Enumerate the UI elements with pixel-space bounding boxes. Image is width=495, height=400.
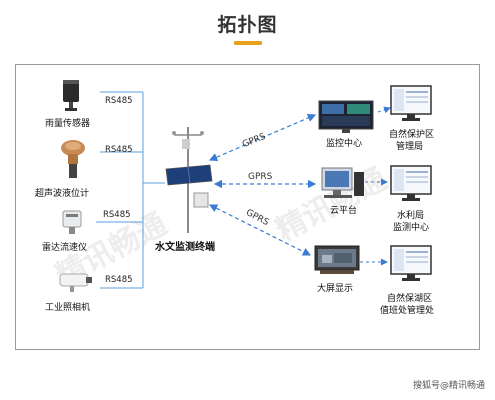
protocol-label: RS485 bbox=[103, 210, 131, 220]
sensor-label: 雨量传感器 bbox=[45, 119, 91, 129]
gprs-link-monitor bbox=[208, 113, 317, 162]
sensor-bus bbox=[96, 91, 165, 289]
cloud-server-icon bbox=[321, 167, 364, 198]
computer-monitor-icon bbox=[390, 245, 432, 281]
ultrasonic-level-meter-icon bbox=[61, 140, 85, 178]
industrial-camera-icon bbox=[59, 273, 92, 292]
sensor-label: 超声波液位计 bbox=[35, 189, 90, 199]
client-label: 监测中心 bbox=[393, 223, 430, 233]
client-label: 自然保护区 bbox=[389, 130, 435, 140]
sensor-label: 工业照相机 bbox=[45, 303, 91, 313]
protocol-label: RS485 bbox=[105, 145, 133, 155]
large-display-icon bbox=[314, 245, 360, 274]
computer-monitor-icon bbox=[390, 165, 432, 201]
client-label: 水利局 bbox=[397, 211, 425, 221]
footer-source: 搜狐号@精讯畅通 bbox=[412, 381, 485, 391]
rain-gauge-icon bbox=[63, 80, 79, 111]
radar-flow-meter-icon bbox=[62, 210, 82, 234]
center-label: 云平台 bbox=[330, 206, 358, 216]
gprs-label: GPRS bbox=[248, 172, 273, 182]
gprs-link-display bbox=[208, 204, 312, 256]
protocol-label: RS485 bbox=[105, 275, 133, 285]
sensor-label: 雷达流速仪 bbox=[42, 243, 88, 253]
terminal-label: 水文监测终端 bbox=[155, 242, 215, 253]
monitor-screen-icon bbox=[318, 100, 374, 133]
title-underline bbox=[234, 41, 262, 45]
center-label: 监控中心 bbox=[326, 139, 363, 149]
page-title: 拓扑图 bbox=[217, 14, 278, 36]
computer-monitor-icon bbox=[390, 85, 432, 121]
link-monitor-client bbox=[377, 106, 391, 114]
diagram-frame bbox=[15, 64, 480, 350]
center-label: 大屏显示 bbox=[317, 284, 354, 294]
protocol-label: RS485 bbox=[105, 96, 133, 106]
client-label: 管理局 bbox=[396, 142, 424, 152]
client-label: 值班处管理处 bbox=[380, 306, 435, 316]
client-label: 自然保湖区 bbox=[387, 294, 433, 304]
solar-terminal-station-icon bbox=[165, 127, 213, 233]
